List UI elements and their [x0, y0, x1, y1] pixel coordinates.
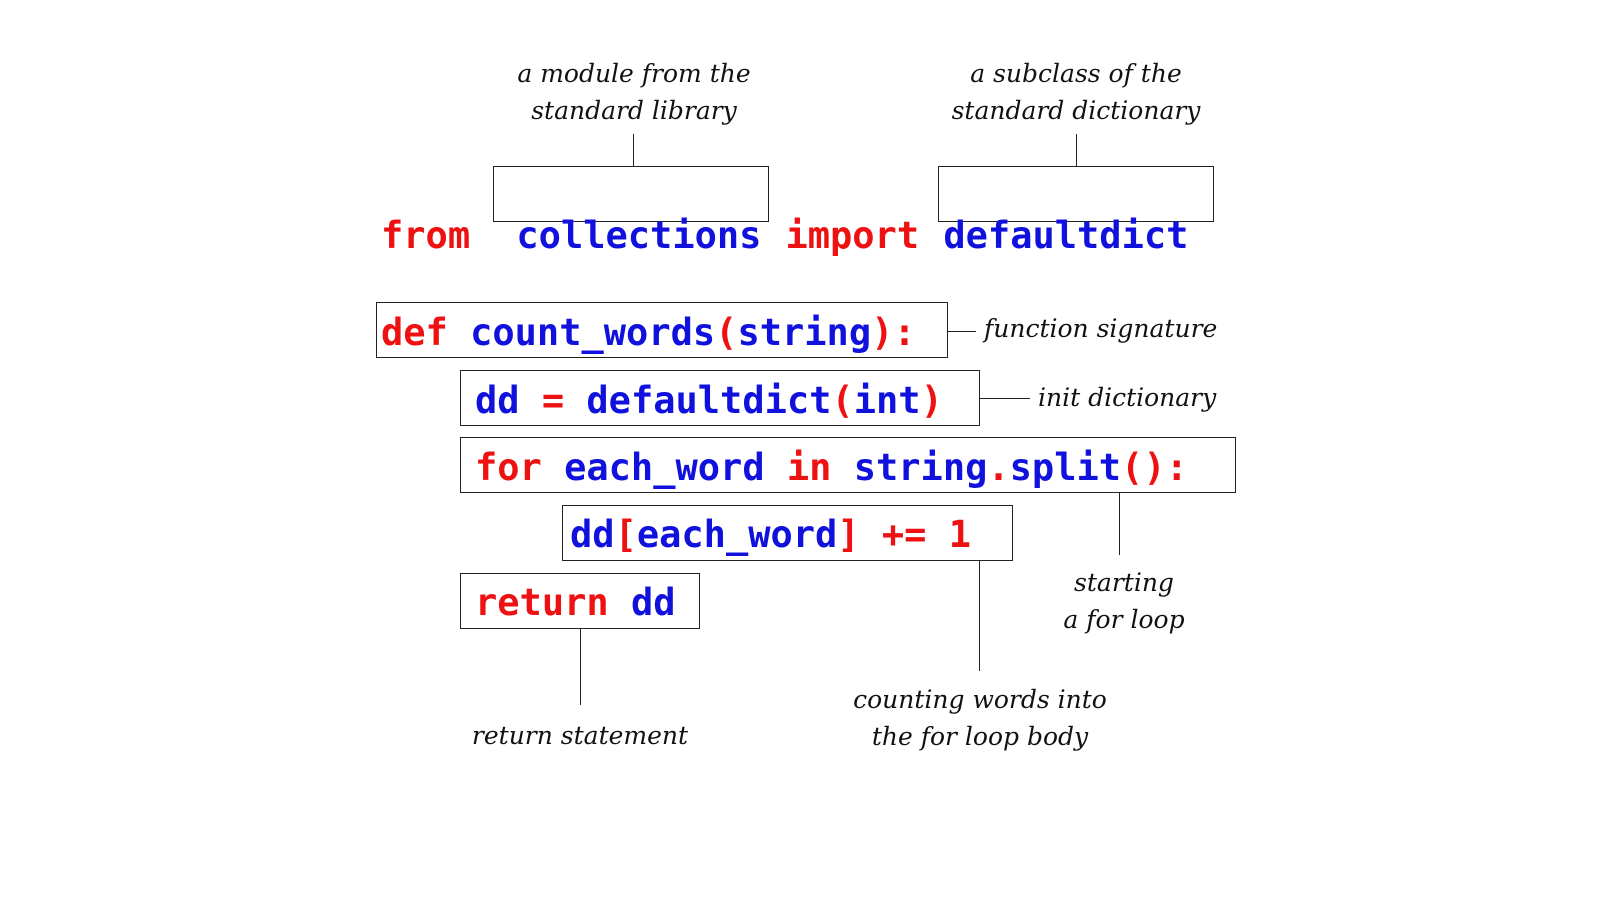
annotation-return: return statement — [471, 721, 689, 750]
box-loop-body — [562, 505, 1013, 561]
leader-init — [980, 398, 1030, 399]
leader-loop — [1119, 493, 1120, 555]
leader-module — [633, 134, 634, 166]
bracket-open: [ — [614, 513, 637, 556]
leader-subclass — [1076, 134, 1077, 166]
var-dd: dd — [475, 379, 520, 422]
call-defaultdict: defaultdict — [586, 379, 832, 422]
annotation-module-line2: standard library — [531, 96, 737, 125]
annotation-loop-line2: a for loop — [1063, 605, 1185, 634]
annotation-counting-line2: the for loop body — [871, 722, 1089, 751]
annotation-module-line1: a module from the — [517, 59, 751, 88]
keyword-return: return — [475, 581, 609, 624]
code-line-init: dd = defaultdict(int) — [475, 382, 943, 419]
obj-string: string — [853, 446, 988, 489]
leader-return — [580, 629, 581, 705]
box-return — [460, 573, 700, 629]
key-each-word: each_word — [636, 513, 838, 556]
bracket-close-increment: ] += — [837, 513, 927, 556]
annotation-counting: counting words into the for loop body — [820, 681, 1140, 755]
annotation-subclass-line2: standard dictionary — [951, 96, 1201, 125]
paren-close-init: ) — [920, 379, 943, 422]
arg-int: int — [853, 379, 921, 422]
annotation-loop: starting a for loop — [1024, 564, 1224, 638]
operator-dot: . — [987, 446, 1010, 489]
keyword-in: in — [786, 446, 832, 489]
box-function-signature — [376, 302, 948, 358]
code-line-body: dd[each_word] += 1 — [570, 516, 971, 553]
annotation-subclass: a subclass of the standard dictionary — [920, 55, 1232, 129]
method-split: split — [1009, 446, 1122, 489]
code-line-def: def count_words(string): — [381, 314, 916, 351]
code-line-for: for each_word in string.split(): — [475, 449, 1188, 486]
box-defaultdict-import — [938, 166, 1214, 222]
annotation-subclass-line1: a subclass of the — [970, 59, 1182, 88]
code-line-import: from collections import defaultdict — [381, 180, 1188, 254]
box-init-dictionary — [460, 370, 980, 426]
paren-open-init: ( — [831, 379, 854, 422]
var-dd-return: dd — [630, 581, 676, 624]
annotation-counting-line1: counting words into — [853, 685, 1107, 714]
param-string: string — [737, 311, 872, 354]
parens-colon: (): — [1121, 446, 1188, 489]
keyword-from: from — [381, 214, 471, 257]
keyword-def: def — [381, 311, 448, 354]
annotation-init: init dictionary — [1038, 383, 1217, 412]
name-defaultdict: defaultdict — [943, 214, 1189, 257]
box-for-loop — [460, 437, 1236, 493]
paren-close-colon: ): — [871, 311, 916, 354]
module-collections: collections — [516, 214, 762, 257]
annotation-module: a module from the standard library — [484, 55, 784, 129]
box-module — [493, 166, 769, 222]
var-dd-body: dd — [570, 513, 615, 556]
annotation-loop-line1: starting — [1074, 568, 1174, 597]
annotation-signature: function signature — [984, 314, 1218, 343]
number-one: 1 — [948, 513, 971, 556]
leader-counting — [979, 561, 980, 671]
leader-signature — [948, 331, 976, 332]
code-line-return: return dd — [475, 584, 676, 621]
keyword-import: import — [785, 214, 920, 257]
paren-open: ( — [715, 311, 738, 354]
function-name: count_words — [470, 311, 716, 354]
keyword-for: for — [475, 446, 542, 489]
var-each-word: each_word — [564, 446, 765, 489]
operator-assign: = — [541, 379, 565, 422]
